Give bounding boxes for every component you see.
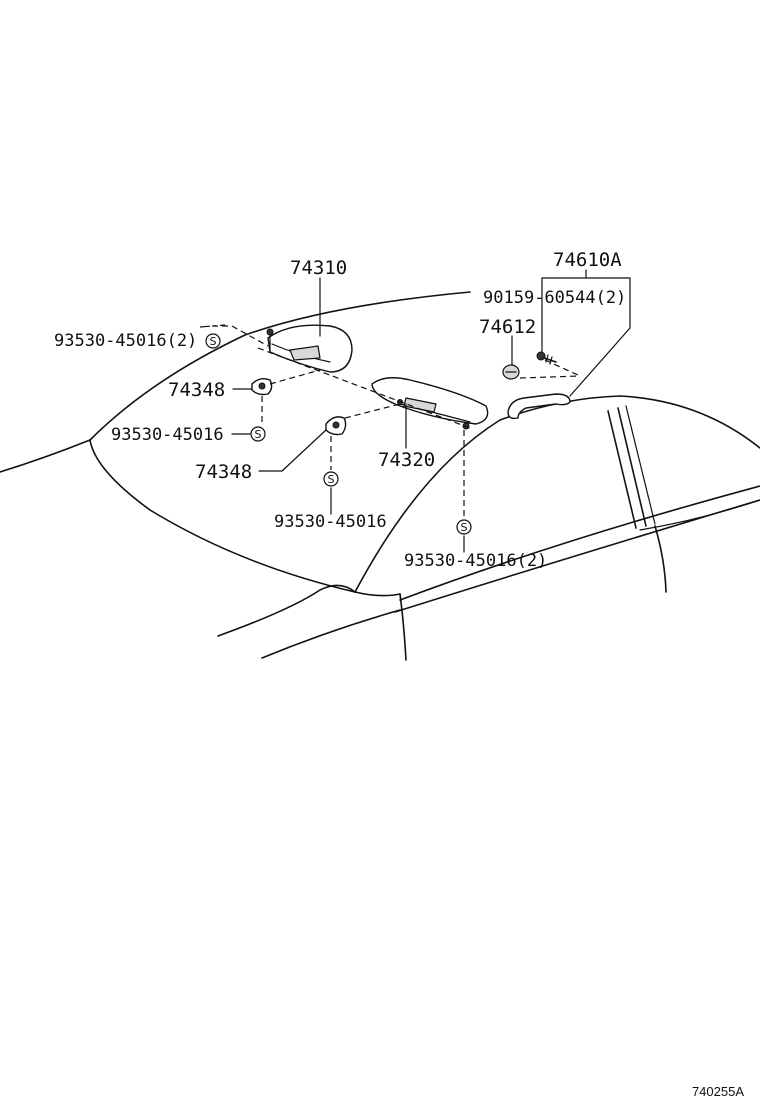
assist-grip xyxy=(507,359,581,420)
car-body-outline xyxy=(0,291,760,661)
screw-symbol-rh: S xyxy=(456,519,472,535)
label-screw-visor-lh: 93530-45016(2) xyxy=(54,331,197,351)
label-74348-left: 74348 xyxy=(168,379,225,401)
label-74612: 74612 xyxy=(479,316,536,338)
visor-holder-center xyxy=(325,403,401,436)
label-screw-visor-rh: 93530-45016(2) xyxy=(404,551,547,571)
label-74310: 74310 xyxy=(290,257,347,279)
label-screw-holder-left: 93530-45016 xyxy=(111,425,224,445)
visor-holder-left xyxy=(251,369,321,396)
screw-symbol-holder-left: S xyxy=(250,426,266,442)
label-74348-center: 74348 xyxy=(195,461,252,483)
sun-visor-rh xyxy=(371,377,489,430)
svg-text:S: S xyxy=(210,335,217,348)
label-screw-holder-center: 93530-45016 xyxy=(274,512,387,532)
label-90159-60544: 90159-60544(2) xyxy=(483,288,626,308)
svg-text:S: S xyxy=(255,428,262,441)
label-74320: 74320 xyxy=(378,449,435,471)
visor-mount-line xyxy=(257,347,471,429)
grip-screw xyxy=(536,351,557,365)
grip-cover xyxy=(502,364,520,380)
svg-text:S: S xyxy=(328,473,335,486)
svg-text:S: S xyxy=(461,521,468,534)
screw-symbol-lh: S xyxy=(205,333,221,349)
sun-visor-lh xyxy=(266,324,353,373)
label-74610a: 74610A xyxy=(553,249,622,271)
screw-symbol-holder-center: S xyxy=(323,471,339,487)
figure-code: 740255A xyxy=(692,1084,744,1099)
leader-lines xyxy=(212,269,631,553)
